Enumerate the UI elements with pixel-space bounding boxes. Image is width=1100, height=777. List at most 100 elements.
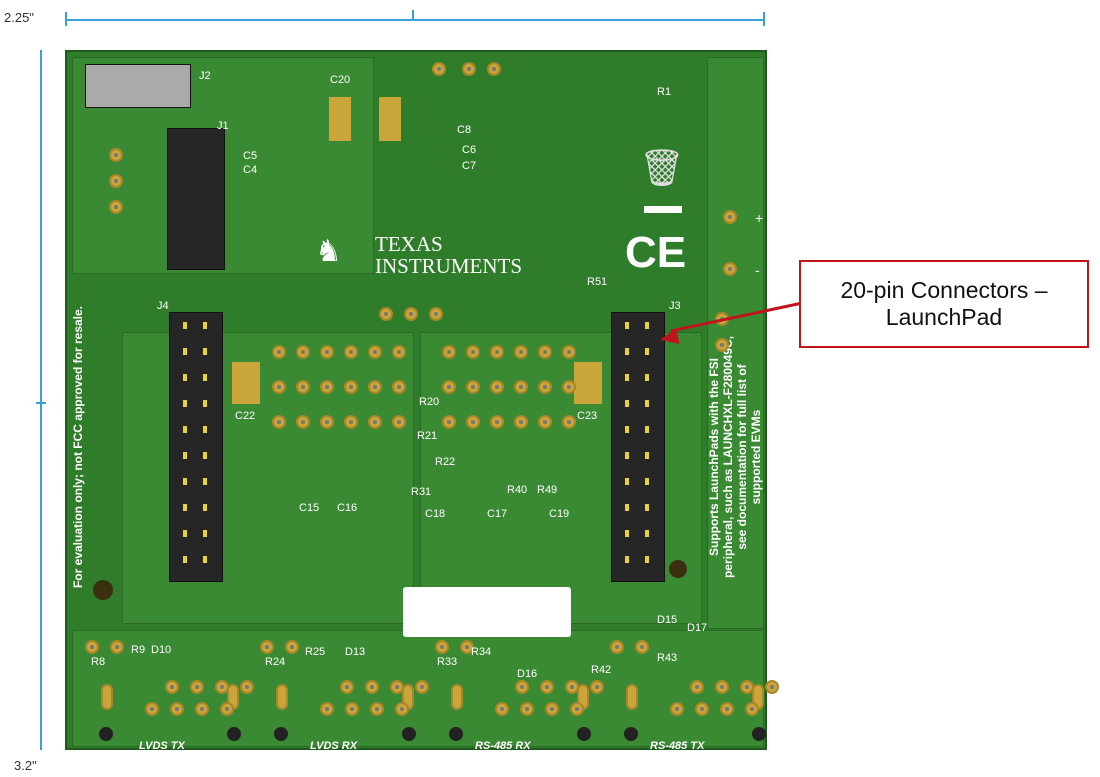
header-pin <box>183 400 187 407</box>
header-pin <box>625 374 629 381</box>
pad <box>272 380 286 394</box>
silkscreen-label-j2: J2 <box>199 70 211 82</box>
silkscreen-label-r34: R34 <box>471 646 492 658</box>
logo-line2: Instruments <box>375 254 523 278</box>
fcc-notice: For evaluation only; not FCC approved fo… <box>71 305 85 589</box>
pad <box>435 640 449 654</box>
pad <box>296 415 310 429</box>
pad <box>320 702 334 716</box>
pad <box>765 680 779 694</box>
header-pin <box>203 452 207 459</box>
pad <box>590 680 604 694</box>
header-pin <box>183 452 187 459</box>
header-pin <box>203 400 207 407</box>
supported-launchpads-text: Supports LaunchPads with the FSI periphe… <box>707 307 763 607</box>
pad <box>344 345 358 359</box>
section-rs485-tx: RS-485 TX <box>650 740 705 752</box>
pad <box>320 415 334 429</box>
pad <box>690 680 704 694</box>
j3-header[interactable] <box>611 312 665 582</box>
pad <box>344 380 358 394</box>
silkscreen-label-r25: R25 <box>305 646 326 658</box>
slot <box>101 684 113 710</box>
pad <box>390 680 404 694</box>
support-line: supported EVMs <box>749 409 763 505</box>
dimension-tick <box>65 12 67 26</box>
pad <box>490 380 504 394</box>
pad <box>487 62 501 76</box>
header-pin <box>645 426 649 433</box>
pad <box>715 680 729 694</box>
silkscreen-label-d13: D13 <box>345 646 366 658</box>
mounting-hole <box>669 560 687 578</box>
pad <box>442 380 456 394</box>
pad <box>215 680 229 694</box>
pad <box>370 702 384 716</box>
callout-line1: 20-pin Connectors – <box>840 277 1048 303</box>
pad <box>495 702 509 716</box>
pad <box>296 380 310 394</box>
plus-mark: + <box>755 210 764 226</box>
j4-header[interactable] <box>169 312 223 582</box>
pad <box>429 307 443 321</box>
silkscreen-label-c8: C8 <box>457 124 472 136</box>
mounting-hole <box>449 727 463 741</box>
pad <box>670 702 684 716</box>
header-pin <box>625 504 629 511</box>
pad <box>392 415 406 429</box>
silkscreen-label-c15: C15 <box>299 502 320 514</box>
ce-mark: CE <box>625 228 687 277</box>
width-dimension: 2.25" <box>4 10 34 25</box>
silkscreen-label-c18: C18 <box>425 508 446 520</box>
header-pin <box>183 530 187 537</box>
silkscreen-label-c16: C16 <box>337 502 358 514</box>
pad <box>432 62 446 76</box>
section-rs485-rx: RS-485 RX <box>475 740 531 752</box>
header-pin <box>203 478 207 485</box>
silkscreen-label-c5: C5 <box>243 150 258 162</box>
silkscreen-label-r9: R9 <box>131 644 146 656</box>
header-pin <box>183 478 187 485</box>
header-pin <box>645 504 649 511</box>
mounting-hole <box>99 727 113 741</box>
header-pin <box>203 348 207 355</box>
pad <box>392 345 406 359</box>
pad <box>490 345 504 359</box>
pad <box>320 380 334 394</box>
pad <box>462 62 476 76</box>
silkscreen-label-r24: R24 <box>265 656 286 668</box>
height-dimension-line <box>40 50 42 750</box>
slot <box>451 684 463 710</box>
width-dimension-line <box>65 19 765 21</box>
section-lvds-rx: LVDS RX <box>310 740 358 752</box>
pad <box>415 680 429 694</box>
pad <box>272 415 286 429</box>
c23-capacitor <box>574 362 602 404</box>
silkscreen-label-r1: R1 <box>657 86 672 98</box>
silkscreen-label-j4: J4 <box>157 300 169 312</box>
pad <box>368 415 382 429</box>
height-dimension: 3.2" <box>14 758 37 773</box>
dimension-tick <box>36 402 46 404</box>
silkscreen-label-r42: R42 <box>591 664 612 676</box>
header-pin <box>625 452 629 459</box>
pad <box>635 640 649 654</box>
pad <box>368 345 382 359</box>
header-pin <box>645 348 649 355</box>
pad <box>514 345 528 359</box>
pad <box>515 680 529 694</box>
pad <box>344 415 358 429</box>
dimension-tick <box>763 12 765 26</box>
pad <box>285 640 299 654</box>
pad <box>320 345 334 359</box>
dimension-tick <box>412 10 414 20</box>
pad <box>190 680 204 694</box>
header-pin <box>625 400 629 407</box>
support-line: peripheral, such as LAUNCHXL-F280049C, <box>721 335 735 579</box>
header-pin <box>625 426 629 433</box>
header-pin <box>183 374 187 381</box>
pad <box>466 415 480 429</box>
silkscreen-label-r8: R8 <box>91 656 106 668</box>
silkscreen-label-r43: R43 <box>657 652 678 664</box>
header-pin <box>203 504 207 511</box>
